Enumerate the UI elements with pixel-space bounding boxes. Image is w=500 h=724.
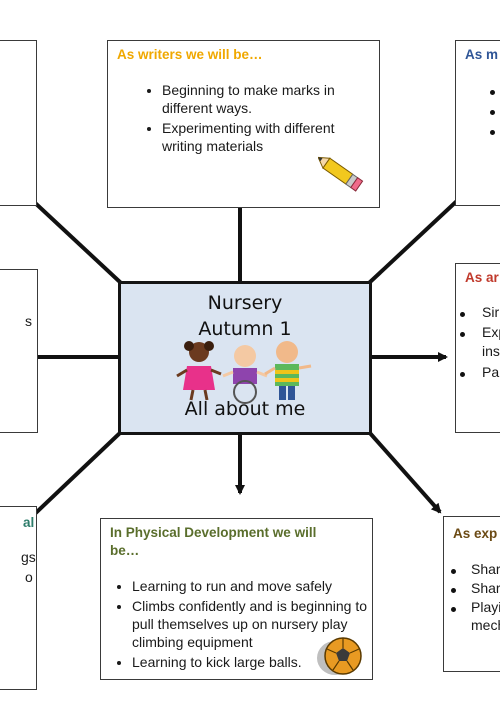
list-item: Beginning to make marks in different way… [162,81,372,117]
box-mid-right: As ar Sir Exp ins Pa [455,263,500,433]
list-item: ins [482,343,500,359]
box-writers: As writers we will be… Beginning to make… [107,40,380,208]
center-title-line2: Autumn 1 [198,318,292,340]
list-item: mech [471,617,500,633]
list-item: Playi [471,599,500,615]
bullet-dot [490,130,495,135]
box-bottom-right: As exp Shar Shar Playi mech [443,516,500,672]
box-top-left [0,40,37,206]
box-physical: In Physical Development we will be… Lear… [100,518,373,680]
arrow-down-left [20,430,123,528]
list-item: Shar [471,561,500,577]
list-item: Learning to kick large balls. [132,653,377,671]
mid-left-fragment: s [25,313,32,329]
mid-right-title: As ar [465,270,499,285]
bottom-left-fragment: o [25,569,33,585]
bullet-dot [460,372,465,377]
top-right-title: As m [465,47,499,62]
physical-title-line1: In Physical Development we will [110,525,317,540]
center-box: Nursery Autumn 1 All about me [118,281,372,435]
bullet-dot [451,588,456,593]
pencil-icon [318,156,364,192]
football-icon [317,637,362,675]
physical-list: Learning to run and move safely Climbs c… [112,577,377,673]
list-item: Pa [482,364,500,380]
box-top-right: As m [455,40,500,206]
arrow-down-right [367,430,442,514]
writers-title: As writers we will be… [117,47,263,62]
bottom-left-fragment: gs [21,549,36,565]
list-item: Sir [482,304,500,320]
writers-list: Beginning to make marks in different way… [142,81,372,157]
list-item: Exp [482,324,500,340]
list-item: Experimenting with different writing mat… [162,119,372,155]
bullet-dot [490,90,495,95]
list-item: Climbs confidently and is beginning to p… [132,597,377,651]
physical-title-line2: be… [110,543,140,558]
box-mid-left: s [0,269,38,433]
bottom-right-title: As exp [453,526,498,541]
bullet-dot [460,332,465,337]
bullet-dot [451,607,456,612]
list-item: Shar [471,580,500,596]
list-item: Learning to run and move safely [132,577,377,595]
bottom-left-title: al [23,515,35,530]
children-icon [176,341,312,404]
bullet-dot [460,312,465,317]
bullet-dot [451,569,456,574]
center-title-line3: All about me [184,398,306,420]
bullet-dot [490,110,495,115]
box-bottom-left: al gs o [0,506,37,690]
center-title-line1: Nursery [207,292,283,314]
